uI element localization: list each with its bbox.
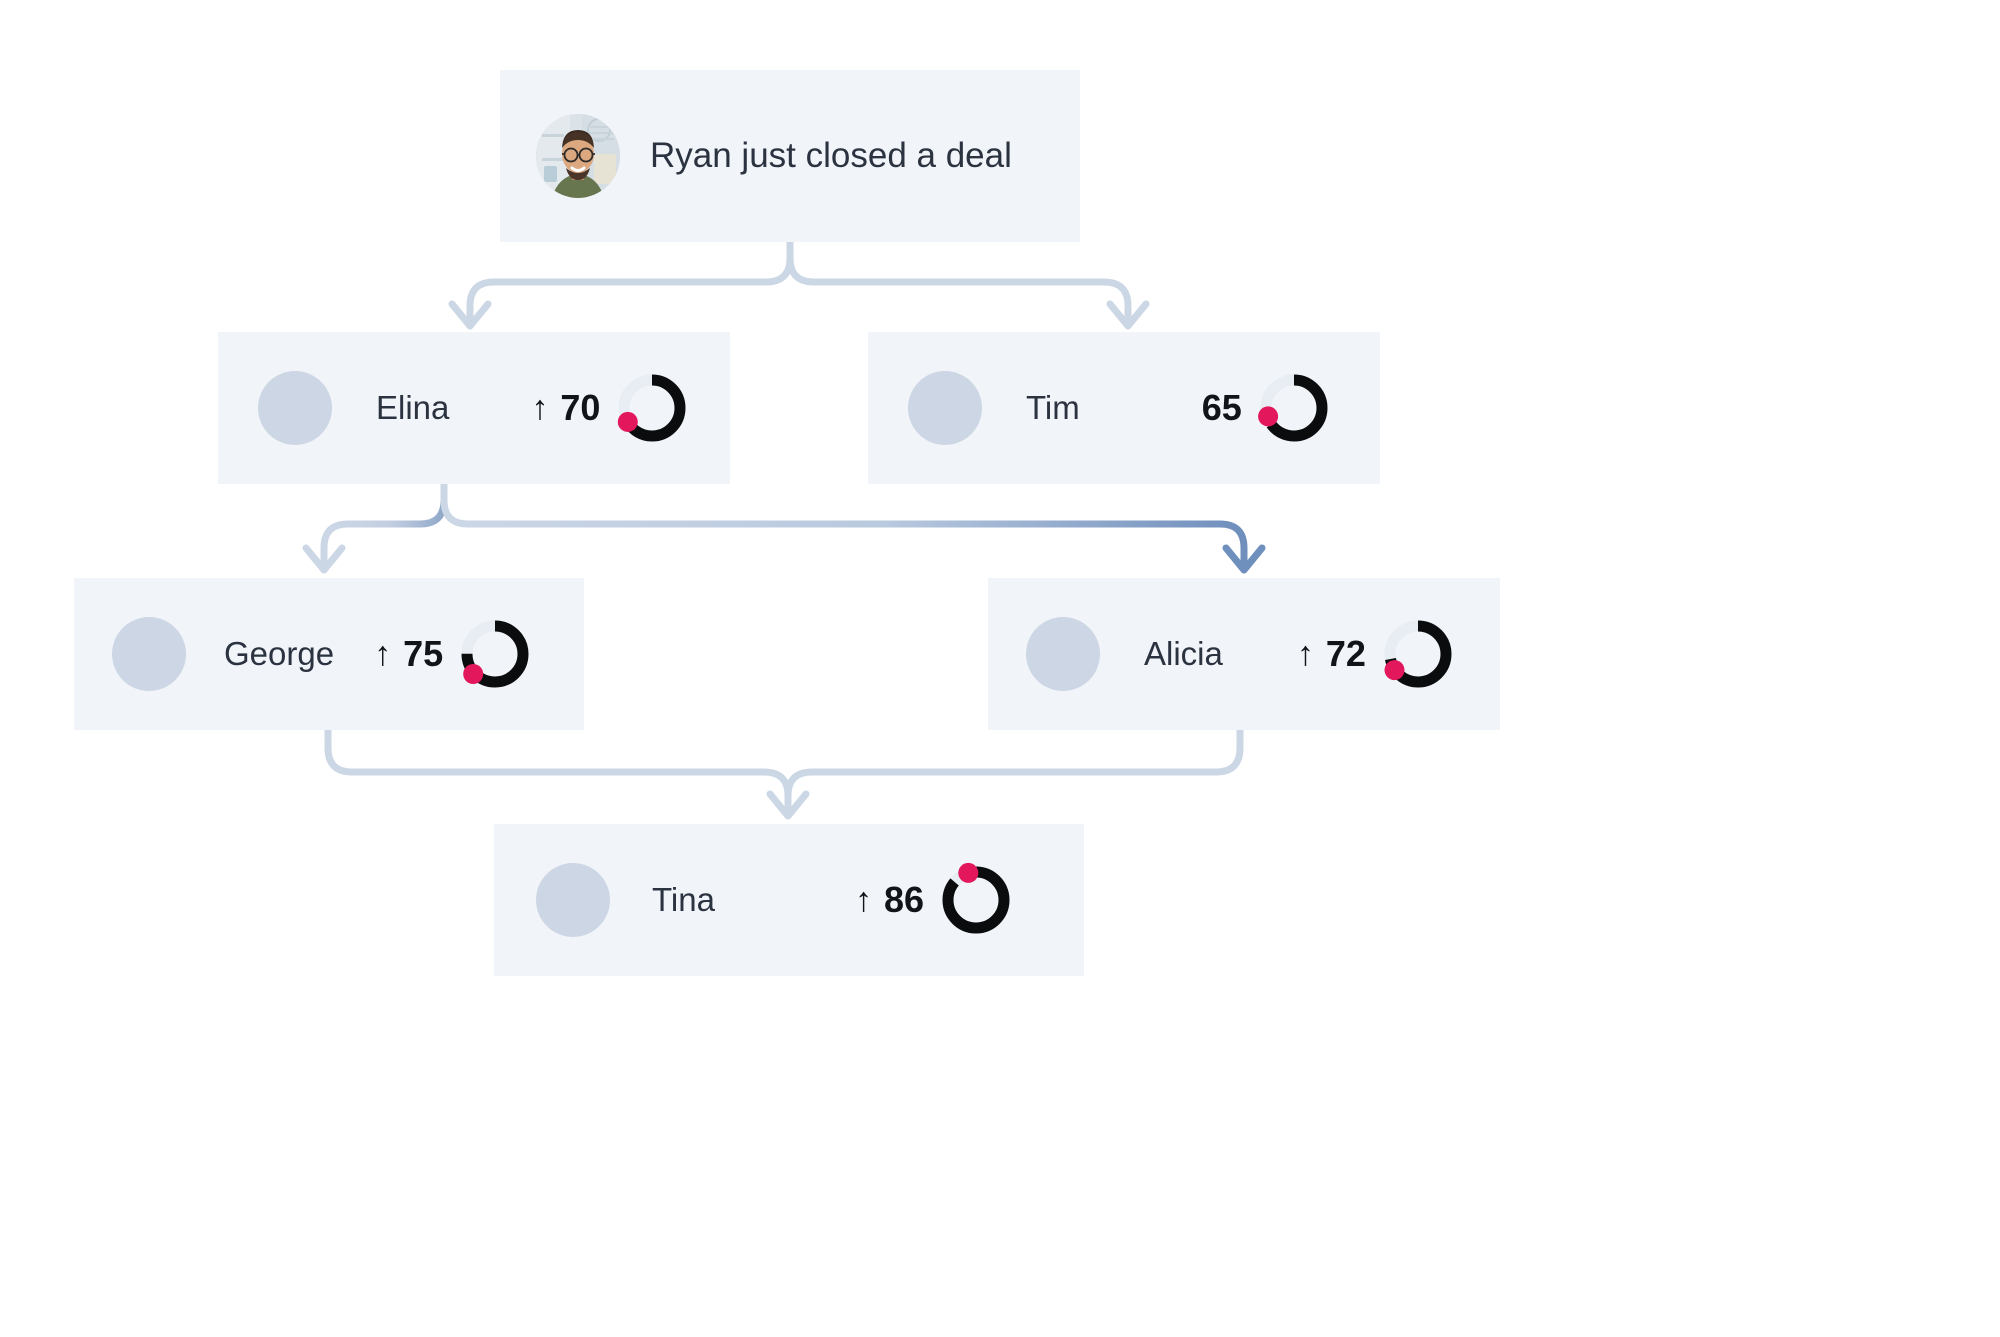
elina-avatar-placeholder [258,371,332,445]
node-card-george[interactable]: George ↑ 75 [74,578,584,730]
tina-metric: ↑ 86 [855,862,1014,938]
ryan-avatar-photo [536,114,620,198]
george-name: George [224,635,335,672]
trend-up-icon: ↑ [374,635,392,673]
edge-george-to-tina [324,726,792,816]
tim-avatar-placeholder [908,371,982,445]
elina-progress-ring [618,374,686,442]
tina-progress-ring [942,862,1010,934]
george-metric: ↑ 75 [374,616,533,692]
george-progress-ring [461,620,529,688]
alicia-progress-ring [1384,620,1452,688]
node-card-tim[interactable]: Tim 65 [868,332,1380,484]
george-score: 75 [403,633,444,674]
elina-name: Elina [376,389,450,426]
tim-progress-ring [1257,374,1328,442]
tina-avatar-placeholder [536,863,610,937]
elina-score: 70 [560,387,601,428]
edge-alicia-to-tina [766,726,1244,820]
edge-elina-to-george [302,480,448,574]
trend-up-icon: ↑ [1296,635,1314,673]
elina-metric: ↑ 70 [531,370,690,446]
edge-ryan-to-children [448,238,1150,330]
ryan-headline: Ryan just closed a deal [650,136,1012,175]
edge-elina-to-alicia [440,480,1266,574]
alicia-avatar-placeholder [1026,617,1100,691]
node-card-elina[interactable]: Elina ↑ 70 [218,332,730,484]
george-avatar-placeholder [112,617,186,691]
tim-score: 65 [1201,387,1242,428]
tina-name: Tina [652,881,715,918]
trend-up-icon: ↑ [531,389,549,427]
tina-score: 86 [883,879,925,920]
tim-name: Tim [1026,389,1080,426]
alicia-metric: ↑ 72 [1297,616,1456,692]
node-card-tina[interactable]: Tina ↑ 86 [494,824,1084,976]
tim-metric: 65 [1202,370,1332,446]
node-card-ryan[interactable]: Ryan just closed a deal [500,70,1080,242]
alicia-score: 72 [1325,633,1366,674]
alicia-name: Alicia [1144,635,1223,672]
node-card-alicia[interactable]: Alicia ↑ 72 [988,578,1500,730]
trend-up-icon: ↑ [854,881,872,919]
